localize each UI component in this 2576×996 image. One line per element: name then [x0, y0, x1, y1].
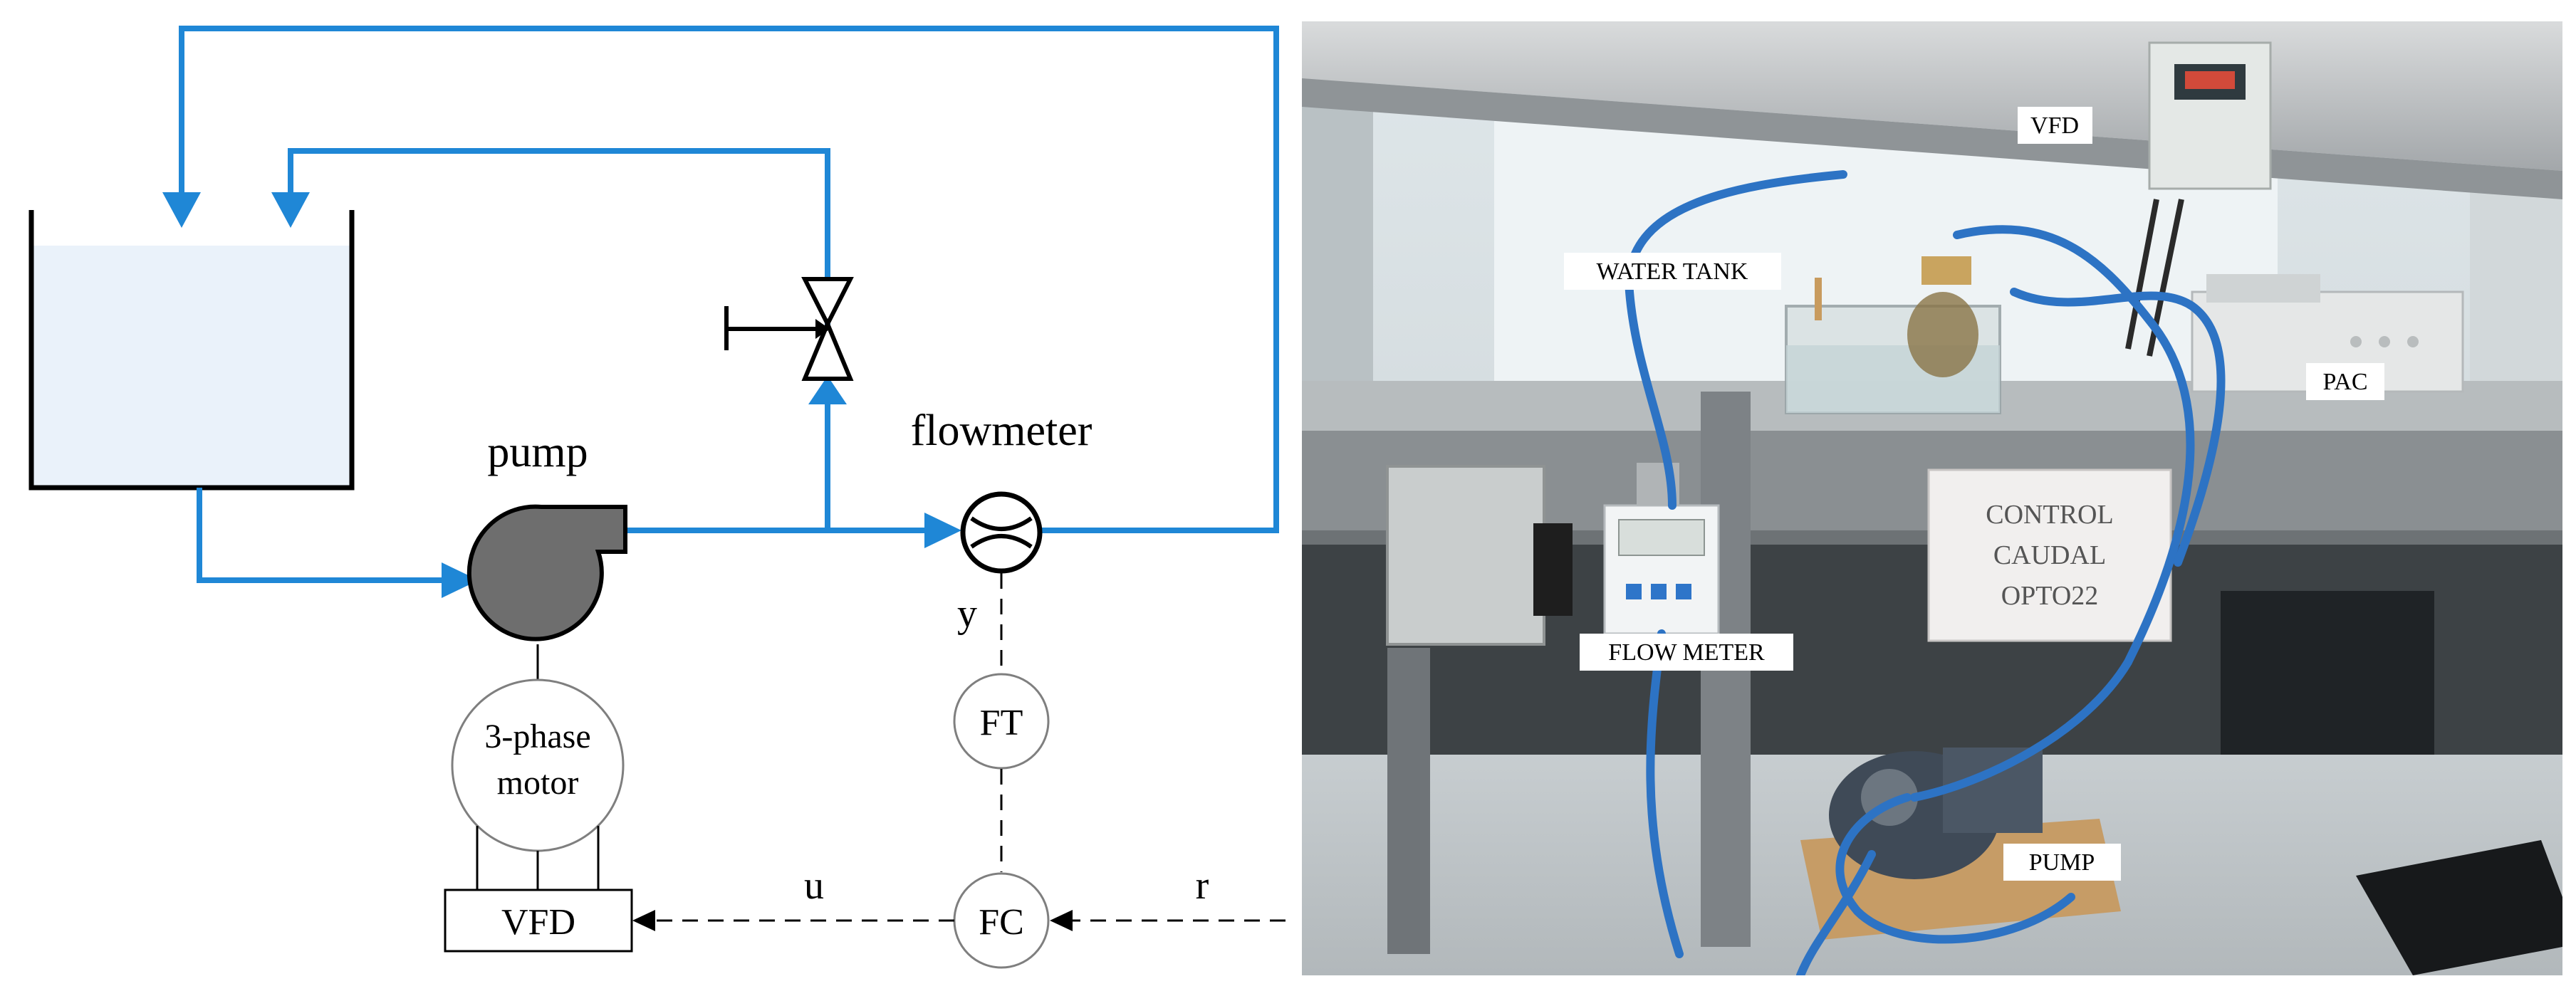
return-pipe-outer	[162, 26, 1279, 530]
vfd-label: VFD	[501, 902, 575, 943]
label-pump: PUMP	[2003, 844, 2121, 881]
water-tank-photo	[1785, 256, 2001, 414]
flowmeter-symbol	[960, 491, 1043, 574]
label-pump-text: PUMP	[2029, 849, 2095, 876]
sign-line-1: CONTROL	[1986, 500, 2113, 530]
pump-symbol	[466, 504, 627, 641]
suction-pipe	[197, 488, 479, 598]
signal-y-label: y	[957, 592, 977, 636]
label-water-tank-text: WATER TANK	[1597, 258, 1748, 285]
discharge-pipe	[625, 513, 1279, 548]
label-flow-meter: FLOW METER	[1580, 634, 1793, 671]
fc-label: FC	[979, 902, 1024, 943]
rig-photo: CONTROL CAUDAL OPTO22 VFD	[1302, 21, 2562, 975]
label-pac: PAC	[2306, 363, 2384, 400]
signal-line-u	[632, 910, 954, 931]
motor-vfd-wires	[476, 826, 600, 890]
vfd-device	[2125, 41, 2272, 357]
vfd-box	[444, 888, 633, 953]
manual-valve	[724, 277, 854, 381]
keyboard	[2356, 840, 2562, 975]
label-water-tank: WATER TANK	[1564, 253, 1781, 290]
pump-device	[1800, 748, 2121, 940]
pump-label: pump	[487, 428, 588, 476]
label-vfd: VFD	[2018, 107, 2092, 144]
ft-circle	[953, 673, 1050, 770]
signal-u-label: u	[804, 864, 824, 908]
flowmeter-label: flowmeter	[911, 407, 1093, 455]
signal-r-label: r	[1196, 864, 1209, 908]
ft-label: FT	[980, 703, 1023, 743]
signal-line-r	[1050, 910, 1286, 931]
monitor	[2221, 591, 2434, 755]
control-sign: CONTROL CAUDAL OPTO22	[1927, 468, 2172, 642]
process-diagram: pump flowmeter 3-phase motor VFD y FT F	[28, 26, 1286, 969]
sign-line-2: CAUDAL	[1993, 540, 2106, 570]
water-tank	[28, 210, 355, 491]
motor-label-line1: 3-phase	[484, 718, 590, 755]
label-vfd-text: VFD	[2030, 112, 2079, 139]
junction-box	[1386, 465, 1573, 646]
motor-label-line2: motor	[497, 764, 579, 802]
label-flow-meter-text: FLOW METER	[1608, 639, 1765, 666]
label-pac-text: PAC	[2322, 369, 2367, 395]
sign-line-3: OPTO22	[2001, 581, 2099, 611]
return-pipe-inner	[271, 148, 847, 530]
